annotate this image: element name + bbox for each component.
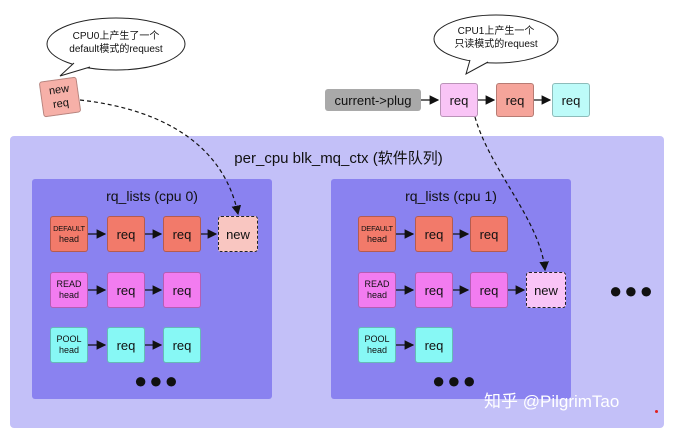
cpu1-pool-req-1: req — [415, 327, 453, 363]
cpu0-default-head: DEFAULT head — [50, 216, 88, 252]
new-req-line2: req — [52, 96, 70, 111]
plug-req-3: req — [552, 83, 590, 117]
cpu1-default-req-2: req — [470, 216, 508, 252]
cpu0-read-head: READ head — [50, 272, 88, 308]
cpu0-rq-lists-title: rq_lists (cpu 0) — [106, 188, 198, 204]
cpu0-bubble-line1: CPU0上产生了一个 — [72, 31, 160, 42]
cpu1-read-req-1: req — [415, 272, 453, 308]
cpu0-default-head-type: DEFAULT — [53, 224, 85, 233]
cpu1-pool-head-label: head — [366, 345, 388, 355]
cpu1-read-new-req: new — [526, 272, 566, 308]
plug-req-1: req — [440, 83, 478, 117]
cpu0-default-head-label: head — [58, 234, 80, 244]
cpu0-pool-req-2: req — [163, 327, 201, 363]
cpu1-bubble-line1: CPU1上产生一个 — [457, 26, 535, 37]
cpu0-bubble-line2: default模式的request — [69, 44, 163, 55]
cpu1-bubble-text: CPU1上产生一个 只读模式的request — [434, 25, 558, 51]
cpu1-bubble-line2: 只读模式的request — [454, 39, 538, 50]
cpu0-read-head-label: head — [58, 290, 80, 300]
more-cpus-dots: ●●● — [609, 278, 655, 303]
cpu0-bubble-text: CPU0上产生了一个 default模式的request — [47, 30, 185, 56]
cpu0-default-req-1: req — [107, 216, 145, 252]
cpu0-pool-head-label: head — [58, 345, 80, 355]
cpu0-read-req-2: req — [163, 272, 201, 308]
cpu1-rq-lists-title: rq_lists (cpu 1) — [405, 188, 497, 204]
cpu0-default-new-req: new — [218, 216, 258, 252]
plug-req-2: req — [496, 83, 534, 117]
cpu1-default-head-label: head — [366, 234, 388, 244]
cpu0-pool-req-1: req — [107, 327, 145, 363]
cpu0-read-head-type: READ — [56, 279, 82, 289]
cpu1-pool-head-type: POOL — [364, 334, 390, 344]
red-dot — [655, 410, 658, 413]
current-plug-label: current->plug — [325, 89, 421, 111]
cpu1-default-req-1: req — [415, 216, 453, 252]
cpu1-read-req-2: req — [470, 272, 508, 308]
per-cpu-ctx-title: per_cpu blk_mq_ctx (软件队列) — [234, 150, 443, 167]
cpu1-default-head: DEFAULT head — [358, 216, 396, 252]
cpu1-default-head-type: DEFAULT — [361, 224, 393, 233]
cpu1-pool-head: POOL head — [358, 327, 396, 363]
new-req-box: new req — [38, 76, 82, 118]
cpu1-read-head: READ head — [358, 272, 396, 308]
cpu0-read-req-1: req — [107, 272, 145, 308]
cpu1-more-dots: ●●● — [432, 368, 478, 393]
cpu0-more-dots: ●●● — [134, 368, 180, 393]
cpu0-default-req-2: req — [163, 216, 201, 252]
cpu1-read-head-label: head — [366, 290, 388, 300]
cpu0-pool-head: POOL head — [50, 327, 88, 363]
watermark: 知乎 @PilgrimTao — [484, 392, 620, 411]
cpu0-pool-head-type: POOL — [56, 334, 82, 344]
cpu1-read-head-type: READ — [364, 279, 390, 289]
